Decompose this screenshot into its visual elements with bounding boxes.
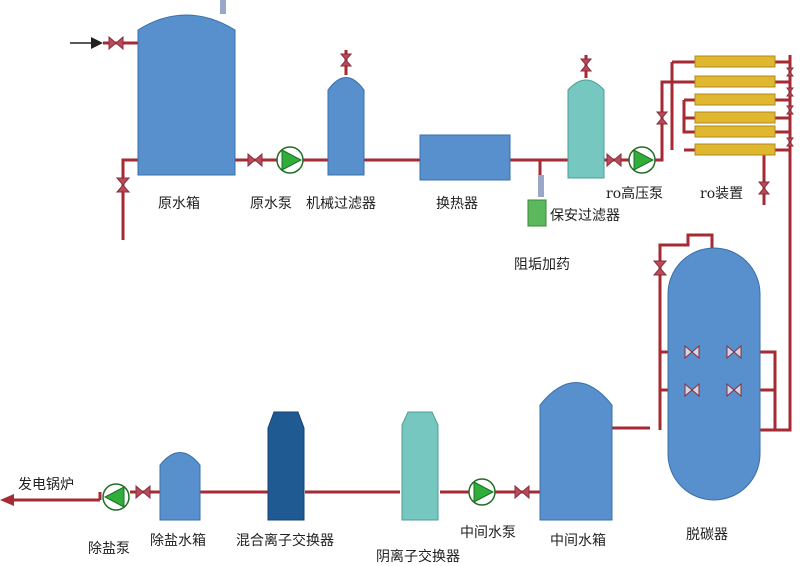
valve-icon[interactable]: [726, 382, 742, 398]
valve-icon[interactable]: [726, 344, 742, 360]
pump-icon[interactable]: [628, 146, 656, 174]
demin-water-tank: [159, 452, 201, 521]
raw-pump-label: 原水泵: [250, 196, 292, 212]
heat-exchanger: [419, 134, 511, 181]
valve-icon[interactable]: [115, 177, 131, 193]
ro-device: [694, 55, 776, 156]
mixed-bed-exchanger: [267, 411, 305, 521]
valve-icon[interactable]: [786, 67, 794, 77]
valve-icon[interactable]: [786, 87, 794, 97]
valve-icon[interactable]: [684, 382, 700, 398]
valve-icon[interactable]: [786, 105, 794, 115]
valve-icon[interactable]: [579, 58, 593, 72]
mid-tank-label: 中间水箱: [550, 533, 606, 549]
anion-exchanger: [401, 411, 439, 521]
ro-pump-label: ro高压泵: [606, 186, 664, 202]
valve-icon[interactable]: [247, 152, 263, 168]
valve-icon[interactable]: [684, 344, 700, 360]
mixed-exchanger-label: 混合离子交换器: [236, 533, 334, 549]
security-filter: [567, 55, 605, 179]
demin-tank-label: 除盐水箱: [150, 533, 206, 549]
valve-icon[interactable]: [606, 152, 622, 168]
valves: [108, 35, 794, 500]
raw-water-tank: [137, 0, 236, 176]
pump-icon[interactable]: [102, 483, 130, 511]
valve-icon[interactable]: [514, 484, 530, 500]
decarbonizer-label: 脱碳器: [686, 527, 728, 543]
mechanical-filter: [327, 50, 365, 176]
valve-icon[interactable]: [652, 260, 668, 276]
valve-icon[interactable]: [655, 111, 669, 125]
mech-filter-label: 机械过滤器: [306, 196, 376, 212]
decarbonizer: [667, 247, 761, 501]
pump-icon[interactable]: [276, 146, 304, 174]
valve-icon[interactable]: [757, 181, 771, 195]
scale-dosing-label: 阻垢加药: [514, 257, 570, 273]
boiler-label: 发电锅炉: [18, 477, 74, 493]
heat-exchanger-label: 换热器: [436, 196, 478, 212]
valve-icon[interactable]: [135, 484, 151, 500]
ro-device-label: ro装置: [700, 186, 744, 202]
valve-icon[interactable]: [339, 53, 353, 67]
demin-pump-label: 除盐泵: [88, 541, 130, 557]
anion-exchanger-label: 阴离子交换器: [376, 549, 460, 565]
outlet-arrow-icon: [0, 494, 14, 506]
valve-icon[interactable]: [108, 35, 124, 51]
valve-icon[interactable]: [786, 137, 794, 147]
pump-icon[interactable]: [468, 478, 496, 506]
raw-tank-label: 原水箱: [158, 196, 200, 212]
intermediate-tank: [539, 382, 613, 521]
scale-dosing-unit: [527, 175, 547, 227]
security-filter-label: 保安过滤器: [550, 208, 620, 224]
mid-pump-label: 中间水泵: [460, 525, 516, 541]
